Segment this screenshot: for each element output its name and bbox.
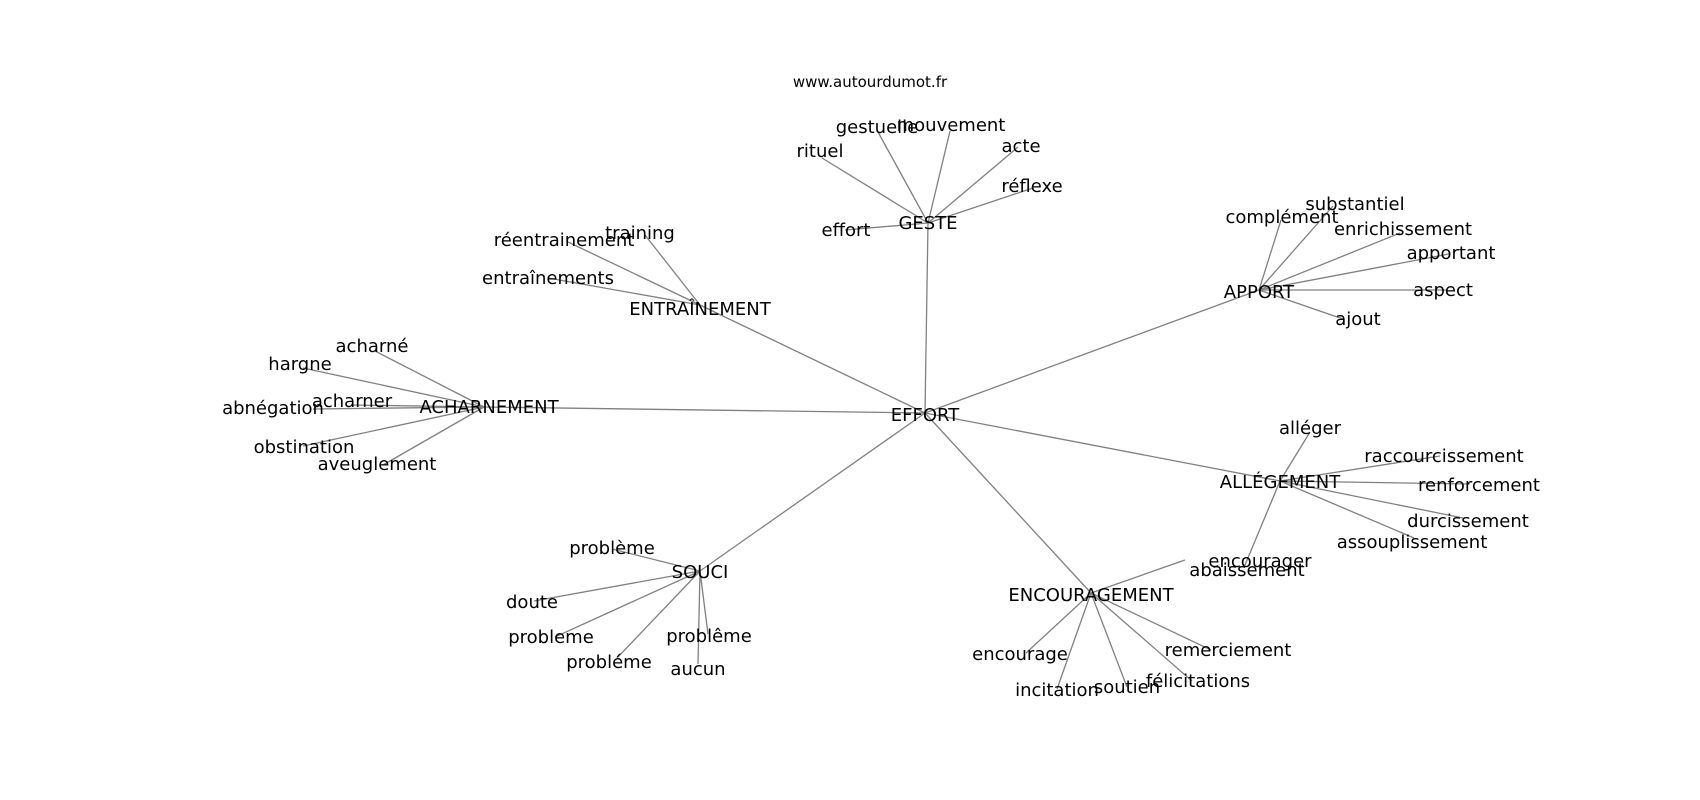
node-hub-geste: GESTE [898, 213, 957, 234]
edge-allegement-durcissement [1279, 480, 1464, 519]
node-leaf-reentrainement: réentrainement [494, 230, 635, 251]
edge-acharnement-aveuglement [382, 406, 485, 466]
node-leaf-durcissement: durcissement [1407, 511, 1529, 532]
edge-allegement-assouplissement [1279, 480, 1415, 539]
edge-geste-rituel [821, 157, 929, 224]
node-leaf-acharne: acharné [336, 336, 409, 357]
edge-geste-mouvement [927, 130, 951, 224]
edge-apport-enrichissement [1258, 232, 1401, 291]
node-hub-entrainement: ENTRAÎNEMENT [629, 298, 771, 320]
edge-entrainement-training [644, 234, 701, 306]
edge-center-entrainement [699, 304, 926, 414]
node-leaf-effort: effort [822, 220, 871, 241]
edge-souci-probleme [616, 570, 701, 659]
edge-entrainement-entrainements [547, 277, 701, 306]
node-hub-allegement: ALLÉGEMENT [1220, 471, 1341, 493]
edge-souci-probleme [554, 570, 701, 638]
node-leaf-enrichissement: enrichissement [1334, 219, 1472, 240]
edge-souci-aucun [697, 570, 701, 665]
edge-geste-reflexe [927, 187, 1034, 224]
node-leaf-alleger: alléger [1279, 418, 1342, 439]
node-leaf-reflexe: réflexe [1001, 176, 1062, 197]
node-leaf-complement: complément [1225, 207, 1338, 228]
node-leaf-probleme: probleme [508, 627, 594, 648]
node-leaf-abnegation: abnégation [222, 398, 324, 419]
node-leaf-doute: doute [506, 592, 558, 613]
edge-allegement-abaissement [1244, 480, 1281, 566]
node-leaf-substantiel: substantiel [1305, 194, 1404, 215]
node-leaf-training: training [605, 223, 675, 244]
node-leaf-remerciement: remerciement [1165, 640, 1292, 661]
node-leaf-probleme: problême [666, 626, 752, 647]
edges [302, 130, 1471, 690]
node-hub-encouragement: ENCOURAGEMENT [1008, 585, 1174, 606]
edge-entrainement-reentrainement [567, 241, 701, 306]
edge-geste-acte [927, 146, 1019, 224]
edge-center-encouragement [924, 412, 1092, 594]
edge-acharnement-abnegation [312, 406, 485, 410]
edge-encouragement-felicitations [1090, 592, 1193, 682]
node-hub-acharnement: ACHARNEMENT [419, 397, 559, 418]
site-watermark: www.autourdumot.fr [793, 73, 948, 91]
node-leaf-incitation: incitation [1015, 680, 1099, 701]
edge-acharnement-obstination [302, 406, 485, 447]
node-leaf-abaissement: abaissement [1189, 560, 1304, 581]
edge-geste-effort [844, 222, 929, 231]
edge-apport-apportant [1258, 253, 1450, 291]
node-leaf-assouplissement: assouplissement [1337, 532, 1488, 553]
edge-center-allegement [924, 412, 1281, 482]
node-leaf-probleme: problème [569, 538, 655, 559]
edge-acharnement-hargne [302, 367, 485, 408]
edge-souci-probleme [611, 548, 701, 572]
node-leaf-aucun: aucun [670, 659, 725, 680]
node-leaf-aveuglement: aveuglement [318, 454, 437, 475]
edge-allegement-alleger [1279, 431, 1311, 482]
edge-encouragement-encourage [1025, 592, 1092, 654]
node-leaf-acharner: acharner [312, 391, 393, 412]
edge-apport-substantiel [1258, 205, 1334, 291]
node-leaf-rituel: rituel [797, 141, 844, 162]
node-leaf-obstination: obstination [254, 437, 355, 458]
node-leaf-entrainements: entraînements [482, 268, 614, 289]
edge-encouragement-incitation [1056, 592, 1092, 690]
edge-souci-probleme [699, 570, 709, 635]
edge-encouragement-remerciement [1090, 592, 1212, 651]
edge-allegement-renforcement [1279, 480, 1471, 485]
node-leaf-encourage: encourage [972, 644, 1068, 665]
node-leaf-felicitations: félicitations [1146, 671, 1250, 692]
edge-encouragement-encourager [1090, 559, 1186, 594]
edge-apport-complement [1258, 219, 1282, 291]
edge-center-geste [924, 222, 929, 414]
node-leaf-apportant: apportant [1407, 243, 1496, 264]
node-hub-apport: APPORT [1224, 282, 1295, 303]
node-leaf-probleme: probléme [566, 652, 652, 673]
node-hub-souci: SOUCI [672, 562, 729, 583]
edge-souci-doute [533, 570, 701, 602]
node-leaf-hargne: hargne [268, 354, 331, 375]
node-leaf-acte: acte [1001, 136, 1040, 157]
edge-apport-ajout [1258, 289, 1344, 320]
node-leaf-raccourcissement: raccourcissement [1364, 446, 1523, 467]
node-leaf-gestuelle: gestuelle [836, 117, 919, 138]
edge-center-acharnement [483, 406, 926, 414]
node-leaf-renforcement: renforcement [1418, 475, 1540, 496]
edge-geste-gestuelle [877, 131, 929, 224]
edge-encouragement-soutien [1090, 592, 1128, 688]
edge-acharnement-acharne [374, 350, 485, 408]
node-leaf-ajout: ajout [1335, 309, 1381, 330]
edge-allegement-raccourcissement [1279, 455, 1441, 482]
node-leaf-aspect: aspect [1413, 280, 1473, 301]
node-leaf-mouvement: mouvement [897, 115, 1006, 136]
node-leaf-encourager: encourager [1208, 551, 1312, 572]
node-leaf-soutien: soutien [1094, 677, 1160, 698]
edge-center-souci [699, 412, 926, 572]
node-center-effort: EFFORT [891, 405, 960, 426]
edge-center-apport [924, 289, 1260, 414]
